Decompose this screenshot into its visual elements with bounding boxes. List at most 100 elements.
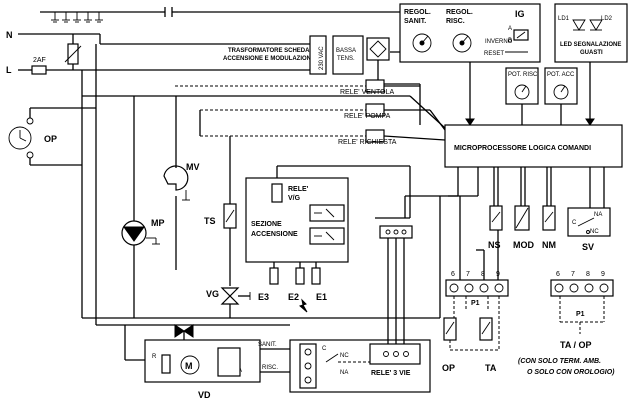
terminal-right-8: 8 <box>586 271 590 278</box>
valve-na-label: NA <box>340 370 348 376</box>
valve-sanit-label: SANIT. <box>258 342 277 348</box>
ts-label: TS <box>204 216 216 226</box>
potentiometers: POT. RISC POT. ACC <box>505 67 578 125</box>
spark-icon <box>299 298 308 313</box>
e2-label: E2 <box>288 292 299 302</box>
ns-label: NS <box>488 240 501 250</box>
low-voltage-label-1: BASSA <box>336 48 356 54</box>
mains-supply: N L 2AF <box>6 7 409 75</box>
line-label: L <box>6 65 12 75</box>
pot-risc-knob[interactable] <box>514 84 530 100</box>
electrode-e3 <box>269 267 279 285</box>
relay-vg-label-1: RELE' <box>288 186 309 193</box>
terminal-left-7: 7 <box>466 271 470 278</box>
pot-acc-label: POT. ACC <box>547 72 575 78</box>
terminal-right-7: 7 <box>571 271 575 278</box>
relay-3vie-coil <box>369 343 421 365</box>
valve-c-label: C <box>322 346 327 352</box>
electrode-e2 <box>295 267 305 285</box>
valve-risc-label: RISC. <box>262 365 278 371</box>
sv-c-label: C <box>572 220 577 226</box>
transformer-label-1: TRASFORMATORE SCHEDA <box>228 48 310 54</box>
ld2-label: LD2 <box>601 16 613 22</box>
ta-bottom-label: TA <box>485 363 497 373</box>
inverno-label: INVERNO <box>485 39 513 45</box>
note-line-1: (CON SOLO TERM. AMB. <box>518 358 601 365</box>
neutral-label: N <box>6 30 13 40</box>
ignition-section: RELE' V/G SEZIONE ACCENSIONE E3 E2 E1 <box>245 165 411 313</box>
note-line-2: O SOLO CON OROLOGIO) <box>527 369 615 376</box>
e1-label: E1 <box>316 292 327 302</box>
relay-ventola-label: RELE' VENTOLA <box>340 89 394 96</box>
sv-na-label: NA <box>594 212 602 218</box>
regol-sanit-label-1: REGOL. <box>404 9 431 16</box>
op-bottom-label: OP <box>442 363 455 373</box>
ta-op-label: TA / OP <box>560 340 592 350</box>
ignition-module-1 <box>309 204 345 222</box>
pot-acc-box <box>544 67 578 105</box>
regol-sanit-knob[interactable] <box>412 33 432 53</box>
regol-risc-knob[interactable] <box>452 33 472 53</box>
terminal-block-left-box <box>445 279 509 297</box>
terminal-left-6: 6 <box>451 271 455 278</box>
relay-vg-coil <box>271 183 283 203</box>
vd-r-label: R <box>152 354 157 360</box>
relay-3vie-label: RELE' 3 VIE <box>371 370 411 377</box>
switch-a-label: A <box>508 26 512 32</box>
ignition-label-2: ACCENSIONE <box>251 231 298 238</box>
op-contact <box>443 317 457 341</box>
switch-b-label: B <box>508 38 512 44</box>
transformer-label-2: ACCENSIONE E MODULAZIONE <box>223 56 315 62</box>
led-label-1: LED SEGNALAZIONE <box>560 42 621 48</box>
op-clock <box>8 126 32 150</box>
ignition-module-2 <box>309 227 345 245</box>
nm-sensor <box>542 205 556 231</box>
micro-outputs: NS MOD NM C NA NC SV <box>404 167 611 252</box>
regol-sanit-label-2: SANIT. <box>404 18 426 25</box>
terminal-block-right-box <box>550 279 614 297</box>
relay-wiring: RELE' VENTOLA RELE' POMPA RELE' RICHIEST… <box>82 79 446 178</box>
ground-terminals <box>40 7 409 53</box>
vd-motor-label: M <box>185 361 193 371</box>
gas-valve <box>220 287 240 297</box>
valve-nc-label: NC <box>340 353 349 359</box>
ts-vg: TS VG <box>204 178 251 318</box>
microprocessor-label: MICROPROCESSORE LOGICA COMANDI <box>454 145 591 152</box>
electrode-e1 <box>311 267 321 285</box>
terminal-block-right: 6 7 8 9 P1 TA / OP (CON SOLO TERM. AMB. … <box>518 271 615 376</box>
op-label: OP <box>44 134 57 144</box>
mv-label: MV <box>186 162 200 172</box>
nm-label: NM <box>542 240 556 250</box>
mp-label: MP <box>151 218 165 228</box>
relay-pompa-label: RELE' POMPA <box>344 113 391 120</box>
sv-nc-label: NC <box>590 229 599 235</box>
three-way-valve-section: R A M VD SANIT. RISC. C NC NA RELE' 3 VI… <box>82 196 441 400</box>
relay-vg-label-2: V/G <box>288 195 301 202</box>
transformer-voltage: 230 VAC <box>319 46 325 70</box>
pot-risc-label: POT. RISC <box>508 72 538 78</box>
vd-label: VD <box>198 390 211 400</box>
valve-actuator-left <box>174 324 185 338</box>
mv-fan <box>163 165 189 191</box>
e3-label: E3 <box>258 292 269 302</box>
led-2 <box>589 19 603 31</box>
led-label-2: GUASTI <box>580 50 603 56</box>
vd-motor <box>180 355 200 375</box>
valve-actuator-right <box>183 324 194 338</box>
terminal-right-9: 9 <box>601 271 605 278</box>
fuse-label: 2AF <box>33 57 46 64</box>
regol-risc-label-2: RISC. <box>446 18 465 25</box>
led-1 <box>572 19 586 31</box>
transformer-section: TRASFORMATORE SCHEDA ACCENSIONE E MODULA… <box>80 34 421 125</box>
control-panel: REGOL. SANIT. REGOL. RISC. IG INVERNO RE… <box>399 3 541 126</box>
sv-label: SV <box>582 242 594 252</box>
valve-terminal-block <box>299 343 317 389</box>
transformer <box>309 35 327 75</box>
terminal-block-left: 6 7 8 9 P1 OP TA <box>442 196 509 373</box>
p1-left-label: P1 <box>471 300 480 307</box>
terminal-left-8: 8 <box>481 271 485 278</box>
relay-3vie-terminal <box>379 225 413 239</box>
low-voltage-box <box>332 35 364 75</box>
pot-acc-knob[interactable] <box>553 84 569 100</box>
led-panel: LD1 LD2 LED SEGNALAZIONE GUASTI <box>554 3 628 126</box>
